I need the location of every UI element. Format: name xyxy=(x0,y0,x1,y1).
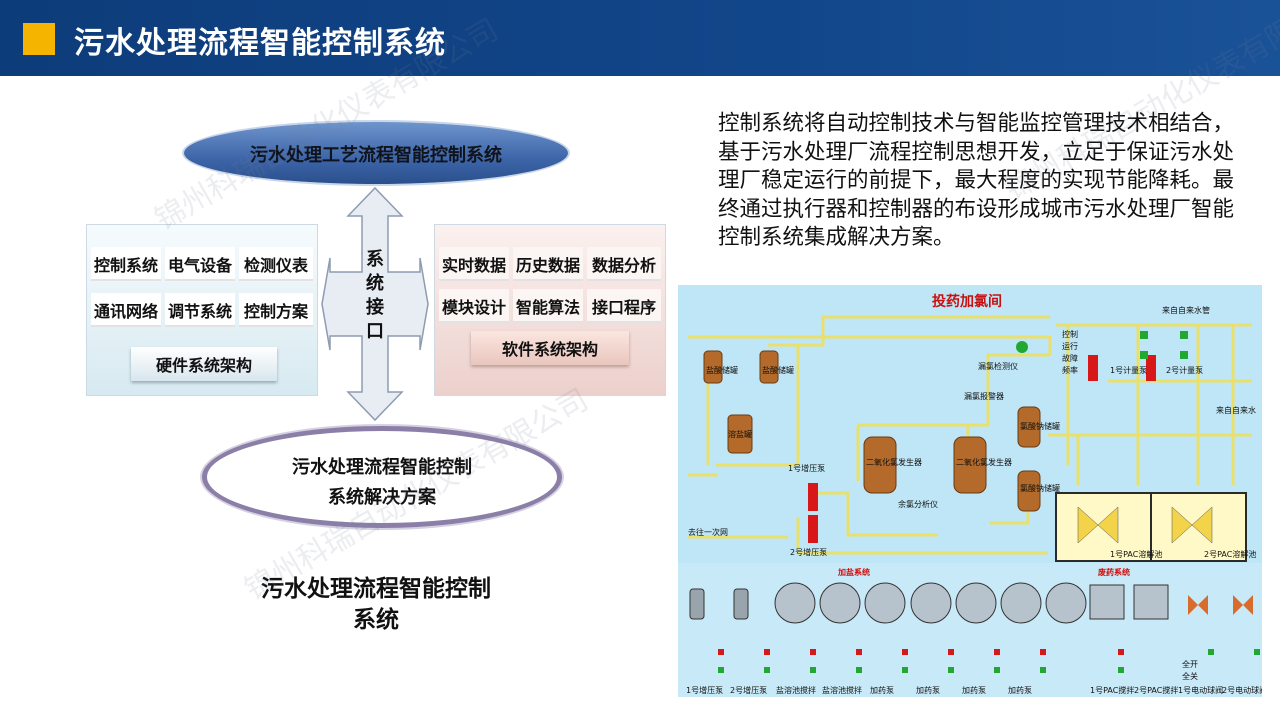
unit-label: 2号PAC搅拌 xyxy=(1134,686,1179,695)
scada-title: 投药加氯间 xyxy=(932,294,1002,310)
tank-label: 溶盐罐 xyxy=(728,430,752,439)
scada-screen: 投药加氯间 加盐系统 废药系统 控制 运行 故障 频率 1号增压泵 2号增压泵 … xyxy=(678,285,1262,697)
solution-text-line2: 系统解决方案 xyxy=(328,487,436,508)
tank-label: 盐酸储罐 xyxy=(706,366,738,375)
software-cell: 历史数据 xyxy=(513,247,583,281)
title-accent-square xyxy=(23,23,55,55)
status-label: 故障 xyxy=(1062,354,1078,363)
interface-char: 口 xyxy=(366,321,384,342)
software-cell: 智能算法 xyxy=(513,289,583,323)
tank-label: 二氧化氯发生器 xyxy=(866,458,922,467)
hardware-architecture-label: 硬件系统架构 xyxy=(131,347,277,381)
tank-label: 氯酸钠储罐 xyxy=(1020,484,1060,493)
hardware-cell: 控制方案 xyxy=(239,293,313,327)
software-architecture-label: 软件系统架构 xyxy=(471,331,629,365)
pool-label: 1号PAC溶解池 xyxy=(1110,550,1163,559)
status-label: 全开 xyxy=(1182,660,1198,669)
unit-label: 1号增压泵 xyxy=(686,686,724,695)
architecture-diagram: 污水处理工艺流程智能控制系统 系 统 接 口 控制系统 电气设备 检测仪表 通讯… xyxy=(80,108,680,538)
interface-arrow xyxy=(321,186,429,422)
caption-line1: 污水处理流程智能控制 xyxy=(261,576,491,602)
misc-label: 漏氯检测仪 xyxy=(978,362,1018,371)
unit-label: 2号电动球阀 xyxy=(1222,686,1262,695)
diagram-caption: 污水处理流程智能控制 系统 xyxy=(236,574,516,636)
hardware-cell: 控制系统 xyxy=(91,247,161,281)
misc-label: 1号计量泵 xyxy=(1110,366,1148,375)
interface-char: 统 xyxy=(366,273,384,294)
unit-label: 加药泵 xyxy=(1008,686,1032,695)
hardware-panel: 控制系统 电气设备 检测仪表 通讯网络 调节系统 控制方案 硬件系统架构 xyxy=(86,224,318,396)
unit-label: 1号PAC搅拌 xyxy=(1090,686,1135,695)
unit-label: 2号增压泵 xyxy=(730,686,768,695)
software-cell: 实时数据 xyxy=(439,247,509,281)
scada-pipes xyxy=(678,315,1262,697)
hardware-cell: 检测仪表 xyxy=(239,247,313,281)
pump-label: 2号增压泵 xyxy=(790,548,828,557)
status-label: 频率 xyxy=(1062,366,1078,375)
hardware-cell: 通讯网络 xyxy=(91,293,161,327)
status-label: 控制 xyxy=(1062,330,1078,339)
unit-label: 盐溶池搅拌 xyxy=(776,686,816,695)
description-text: 控制系统将自动控制技术与智能监控管理技术相结合，基于污水处理厂流程控制思想开发，… xyxy=(718,111,1235,250)
misc-label: 漏氯报警器 xyxy=(964,392,1004,401)
caption-line2: 系统 xyxy=(353,607,399,633)
hardware-cell: 电气设备 xyxy=(165,247,235,281)
tank-label: 盐酸储罐 xyxy=(762,366,794,375)
interface-char: 接 xyxy=(366,297,384,318)
salt-section-title: 加盐系统 xyxy=(838,568,870,577)
unit-label: 加药泵 xyxy=(916,686,940,695)
system-title-text: 污水处理工艺流程智能控制系统 xyxy=(250,145,502,166)
interface-label: 系 统 接 口 xyxy=(365,248,385,344)
software-panel: 实时数据 历史数据 数据分析 模块设计 智能算法 接口程序 软件系统架构 xyxy=(434,224,666,396)
pool-label: 2号PAC溶解池 xyxy=(1204,550,1257,559)
misc-label: 2号计量泵 xyxy=(1166,366,1204,375)
interface-char: 系 xyxy=(366,249,384,270)
unit-label: 加药泵 xyxy=(962,686,986,695)
tank-label: 二氧化氯发生器 xyxy=(956,458,1012,467)
software-cell: 模块设计 xyxy=(439,289,509,323)
status-label: 全关 xyxy=(1182,672,1198,681)
unit-label: 加药泵 xyxy=(870,686,894,695)
tank-label: 氯酸钠储罐 xyxy=(1020,422,1060,431)
hardware-cell: 调节系统 xyxy=(165,293,235,327)
solution-text-line1: 污水处理流程智能控制 xyxy=(292,457,472,478)
software-cell: 数据分析 xyxy=(587,247,661,281)
misc-label: 余氯分析仪 xyxy=(898,500,938,509)
unit-label: 1号电动球阀 xyxy=(1178,686,1224,695)
software-cell: 接口程序 xyxy=(587,289,661,323)
system-ellipse-top: 污水处理工艺流程智能控制系统 xyxy=(184,122,568,184)
waste-section-title: 废药系统 xyxy=(1098,568,1130,577)
misc-label: 去往一次网 xyxy=(688,528,728,537)
page-title: 污水处理流程智能控制系统 xyxy=(74,26,446,61)
misc-label: 来自自来水 xyxy=(1216,406,1256,415)
pump-label: 1号增压泵 xyxy=(788,464,826,473)
status-label: 运行 xyxy=(1062,342,1078,351)
solution-ellipse: 污水处理流程智能控制 系统解决方案 xyxy=(202,426,562,528)
header-bar: 污水处理流程智能控制系统 xyxy=(0,0,1280,76)
misc-label: 来自自来水管 xyxy=(1162,306,1210,315)
unit-label: 盐溶池搅拌 xyxy=(822,686,862,695)
